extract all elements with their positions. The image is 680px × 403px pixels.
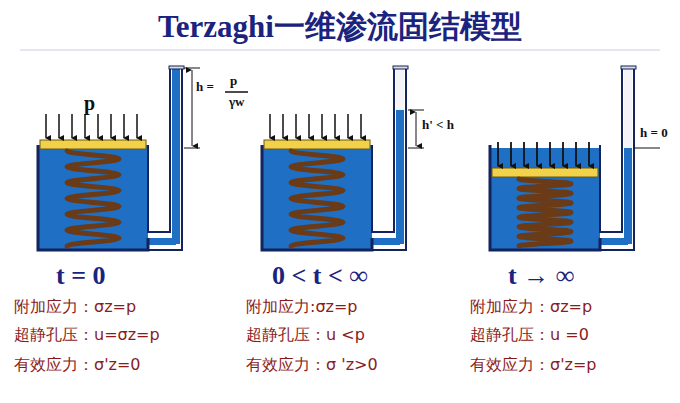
state-formula: 超静孔压：u =0	[470, 326, 589, 344]
fraction-denominator: γw	[229, 95, 244, 109]
state-formula: 附加应力：σz=p	[470, 298, 592, 316]
spring-coil	[67, 151, 119, 246]
title-rule	[20, 50, 660, 51]
time-label: 0 < t < ∞	[272, 262, 368, 291]
load-arrows	[46, 114, 137, 138]
time-label: t = 0	[56, 262, 105, 291]
state-formula: 有效应力：σ'z=p	[470, 356, 597, 374]
head-label: h =	[196, 80, 214, 94]
time-label: t → ∞	[508, 262, 574, 291]
state-formula: 附加应力：σz=p	[14, 298, 136, 316]
spring-coil	[519, 179, 571, 246]
state-formula: 有效应力：σ 'z>0	[246, 356, 378, 374]
head-dimension	[184, 68, 248, 148]
load-arrows	[498, 142, 589, 166]
load-arrows	[270, 114, 361, 138]
diagram-title: Terzaghi一维渗流固结模型	[0, 6, 680, 48]
container	[490, 66, 660, 250]
fraction-numerator: p	[230, 74, 237, 88]
state-formula: 有效应力：σ'z=0	[14, 356, 141, 374]
head-label: h = 0	[640, 126, 668, 140]
state-formula: 超静孔压：u=σz=p	[14, 326, 160, 344]
state-formula: 附加应力:σz=p	[246, 298, 358, 316]
state-formula: 超静孔压：u <p	[246, 326, 365, 344]
spring-coil	[291, 151, 343, 246]
spring-coils	[67, 151, 571, 246]
head-label: h' < h	[422, 118, 454, 132]
load-symbol: p	[84, 92, 95, 114]
container	[262, 66, 408, 250]
container	[38, 66, 184, 250]
head-dimension	[408, 110, 424, 148]
